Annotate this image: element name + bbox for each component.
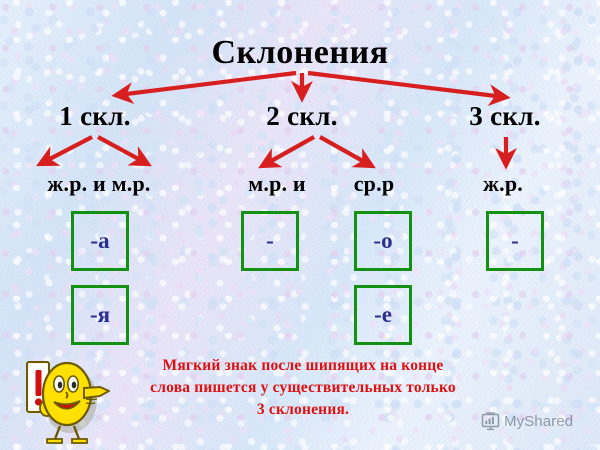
declension-3-genders: ж.р. [483,171,523,196]
ending-box-3skl-zero[interactable]: - [486,211,544,271]
level2-arrow-declension-3 [495,137,517,170]
footnote-line-1: Мягкий знак после шипящих на конце [162,357,444,374]
declension-1-label: 1 скл. [59,101,131,131]
smiley-pointing-character-icon [26,361,110,444]
declension-1-genders: ж.р. и м.р. [47,171,151,196]
declension-3-label: 3 скл. [469,101,541,131]
footnote-line-3: 3 склонения. [256,401,350,418]
level1-arrows [111,70,511,107]
watermark-text: MyShared [504,413,574,430]
declension-2-label: 2 скл. [266,101,338,131]
ending-text: - [511,227,519,253]
ending-text: -е [374,301,392,327]
ending-box-2skl-zero[interactable]: - [241,211,299,271]
ending-box-1skl-ya[interactable]: -я [71,285,129,345]
ending-text: - [266,227,274,253]
ending-text: -я [89,301,111,327]
myshared-watermark: MyShared [481,412,573,431]
ending-text: -о [373,227,393,253]
footnote-block: Мягкий знак после шипящих на конце слова… [88,355,518,421]
presentation-chart-icon [481,412,500,431]
level2-arrows-declension-1 [36,135,152,167]
ending-box-1skl-a[interactable]: -а [71,211,129,271]
ending-box-2skl-e[interactable]: -е [354,285,412,345]
footnote-line-2: слова пишется у существительных только [150,379,456,396]
ending-text: -а [90,227,110,253]
page-title: Склонения [211,34,389,71]
declension-2-genders-right: ср.р [353,171,395,196]
level2-arrows-declension-2 [258,135,376,169]
declension-2-genders-left: м.р. и [248,171,306,196]
ending-box-2skl-o[interactable]: -о [354,211,412,271]
